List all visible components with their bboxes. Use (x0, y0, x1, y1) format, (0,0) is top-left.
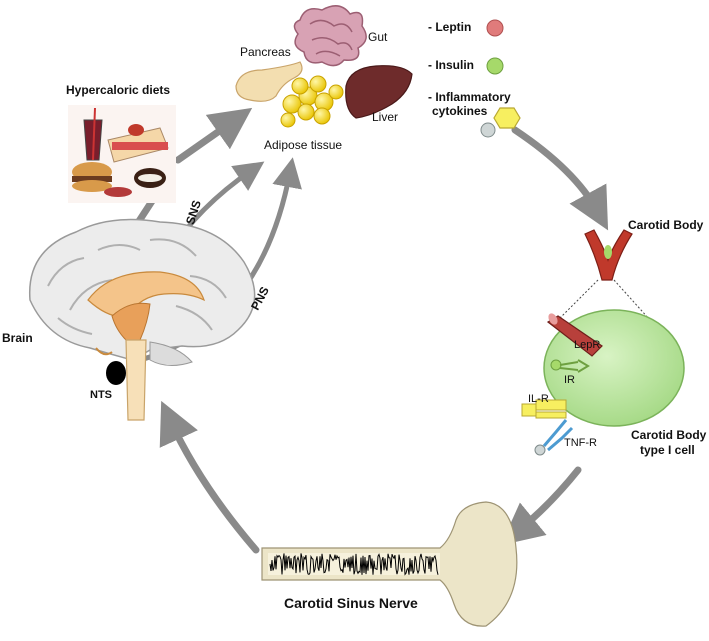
cytokines-label: cytokines (432, 104, 488, 118)
insulin-molecule-icon (486, 57, 504, 75)
lepr-receptor-icon (546, 313, 603, 357)
pancreas-icon (235, 61, 303, 102)
adipose-icon (280, 75, 344, 128)
liver-label: Liver (372, 110, 399, 124)
cytokine-molecule-icon (480, 107, 521, 138)
lepr-label: LepR (574, 339, 601, 351)
brain-label: Brain (2, 331, 33, 345)
carotid-sinus-nerve-label: Carotid Sinus Nerve (284, 595, 418, 611)
hormones-to-carotid-arrow (511, 126, 609, 231)
gut-icon (293, 5, 367, 67)
il-r-receptor-icon (521, 399, 567, 419)
ir-receptor-icon (550, 359, 590, 373)
gut-label: Gut (368, 30, 388, 44)
hypercaloric-diets-label: Hypercaloric diets (66, 83, 171, 97)
ir-label: IR (564, 374, 575, 386)
leptin-molecule-icon (486, 19, 504, 37)
nerve-activity-trace (269, 553, 439, 576)
carotid-sinus-nerve-icon (261, 501, 518, 627)
adipose-tissue-label: Adipose tissue (264, 138, 343, 152)
brain-icon (28, 218, 256, 421)
insulin-label: - Insulin (428, 58, 474, 72)
leptin-label: - Leptin (428, 20, 472, 34)
nts-label: NTS (90, 389, 112, 401)
inflammatory-label: - Inflammatory (428, 90, 511, 104)
liver-icon (345, 65, 413, 119)
tnf-r-receptor-icon (534, 419, 574, 456)
food-icon (68, 105, 176, 203)
cb-type1-label-line1: Carotid Body (631, 428, 707, 442)
tnf-r-label: TNF-R (564, 437, 597, 449)
nts-nucleus (106, 361, 126, 385)
carotid-body-label: Carotid Body (628, 218, 704, 232)
il-r-label: IL-R (528, 393, 549, 405)
cb-type1-label-line2: type I cell (640, 443, 695, 457)
carotid-vessel-icon (559, 229, 651, 321)
diet-to-organs-arrow (174, 107, 253, 164)
cell-to-nerve-arrow (500, 466, 582, 546)
pancreas-label: Pancreas (240, 45, 291, 59)
nerve-to-brain-arrow (159, 400, 260, 554)
